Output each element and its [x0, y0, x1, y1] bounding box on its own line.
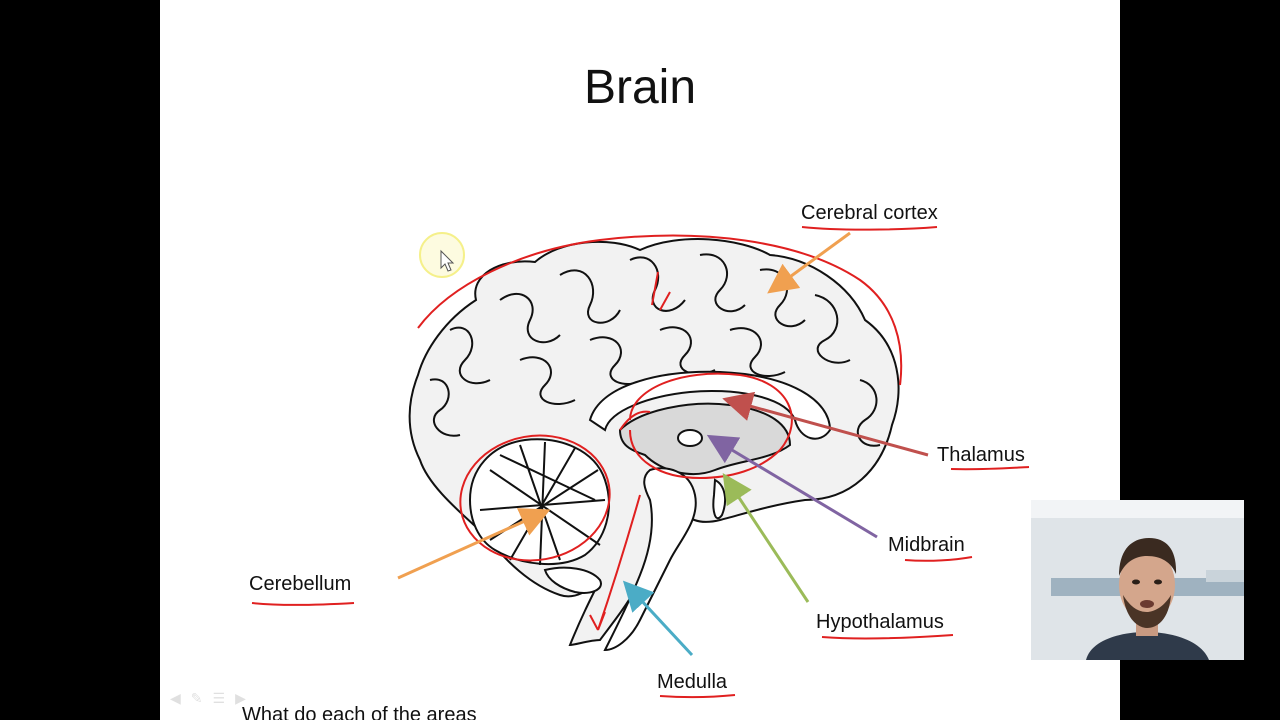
arrow-right-icon[interactable]: ▶ — [235, 690, 246, 706]
label-thalamus: Thalamus — [937, 444, 1025, 466]
arrow-thalamus — [722, 391, 929, 457]
red-annotations — [251, 226, 1030, 699]
arrow-hypothalamus — [722, 472, 810, 603]
arrow-left-icon[interactable]: ◀ — [170, 690, 181, 706]
menu-icon[interactable]: ☰ — [212, 690, 226, 706]
mouse-pointer-icon — [440, 249, 455, 272]
label-hypothalamus: Hypothalamus — [816, 611, 944, 633]
arrow-cerebellum — [397, 508, 551, 580]
label-midbrain: Midbrain — [888, 534, 965, 556]
label-cerebral-cortex: Cerebral cortex — [801, 202, 938, 224]
pen-icon[interactable]: ✎ — [190, 690, 203, 706]
slide-title: Brain — [583, 61, 697, 114]
label-medulla: Medulla — [657, 671, 728, 693]
brain-illustration — [408, 238, 900, 652]
slide-nav: ◀ ✎ ☰ ▶ — [170, 690, 246, 707]
slide-bottom-text: What do each of the areas — [242, 704, 477, 720]
arrow-cerebral-cortex — [767, 231, 851, 294]
arrow-medulla — [622, 580, 694, 657]
webcam-overlay — [1031, 500, 1244, 660]
presenter-video — [1031, 500, 1244, 660]
label-cerebellum: Cerebellum — [249, 573, 352, 595]
arrow-midbrain — [706, 434, 878, 539]
